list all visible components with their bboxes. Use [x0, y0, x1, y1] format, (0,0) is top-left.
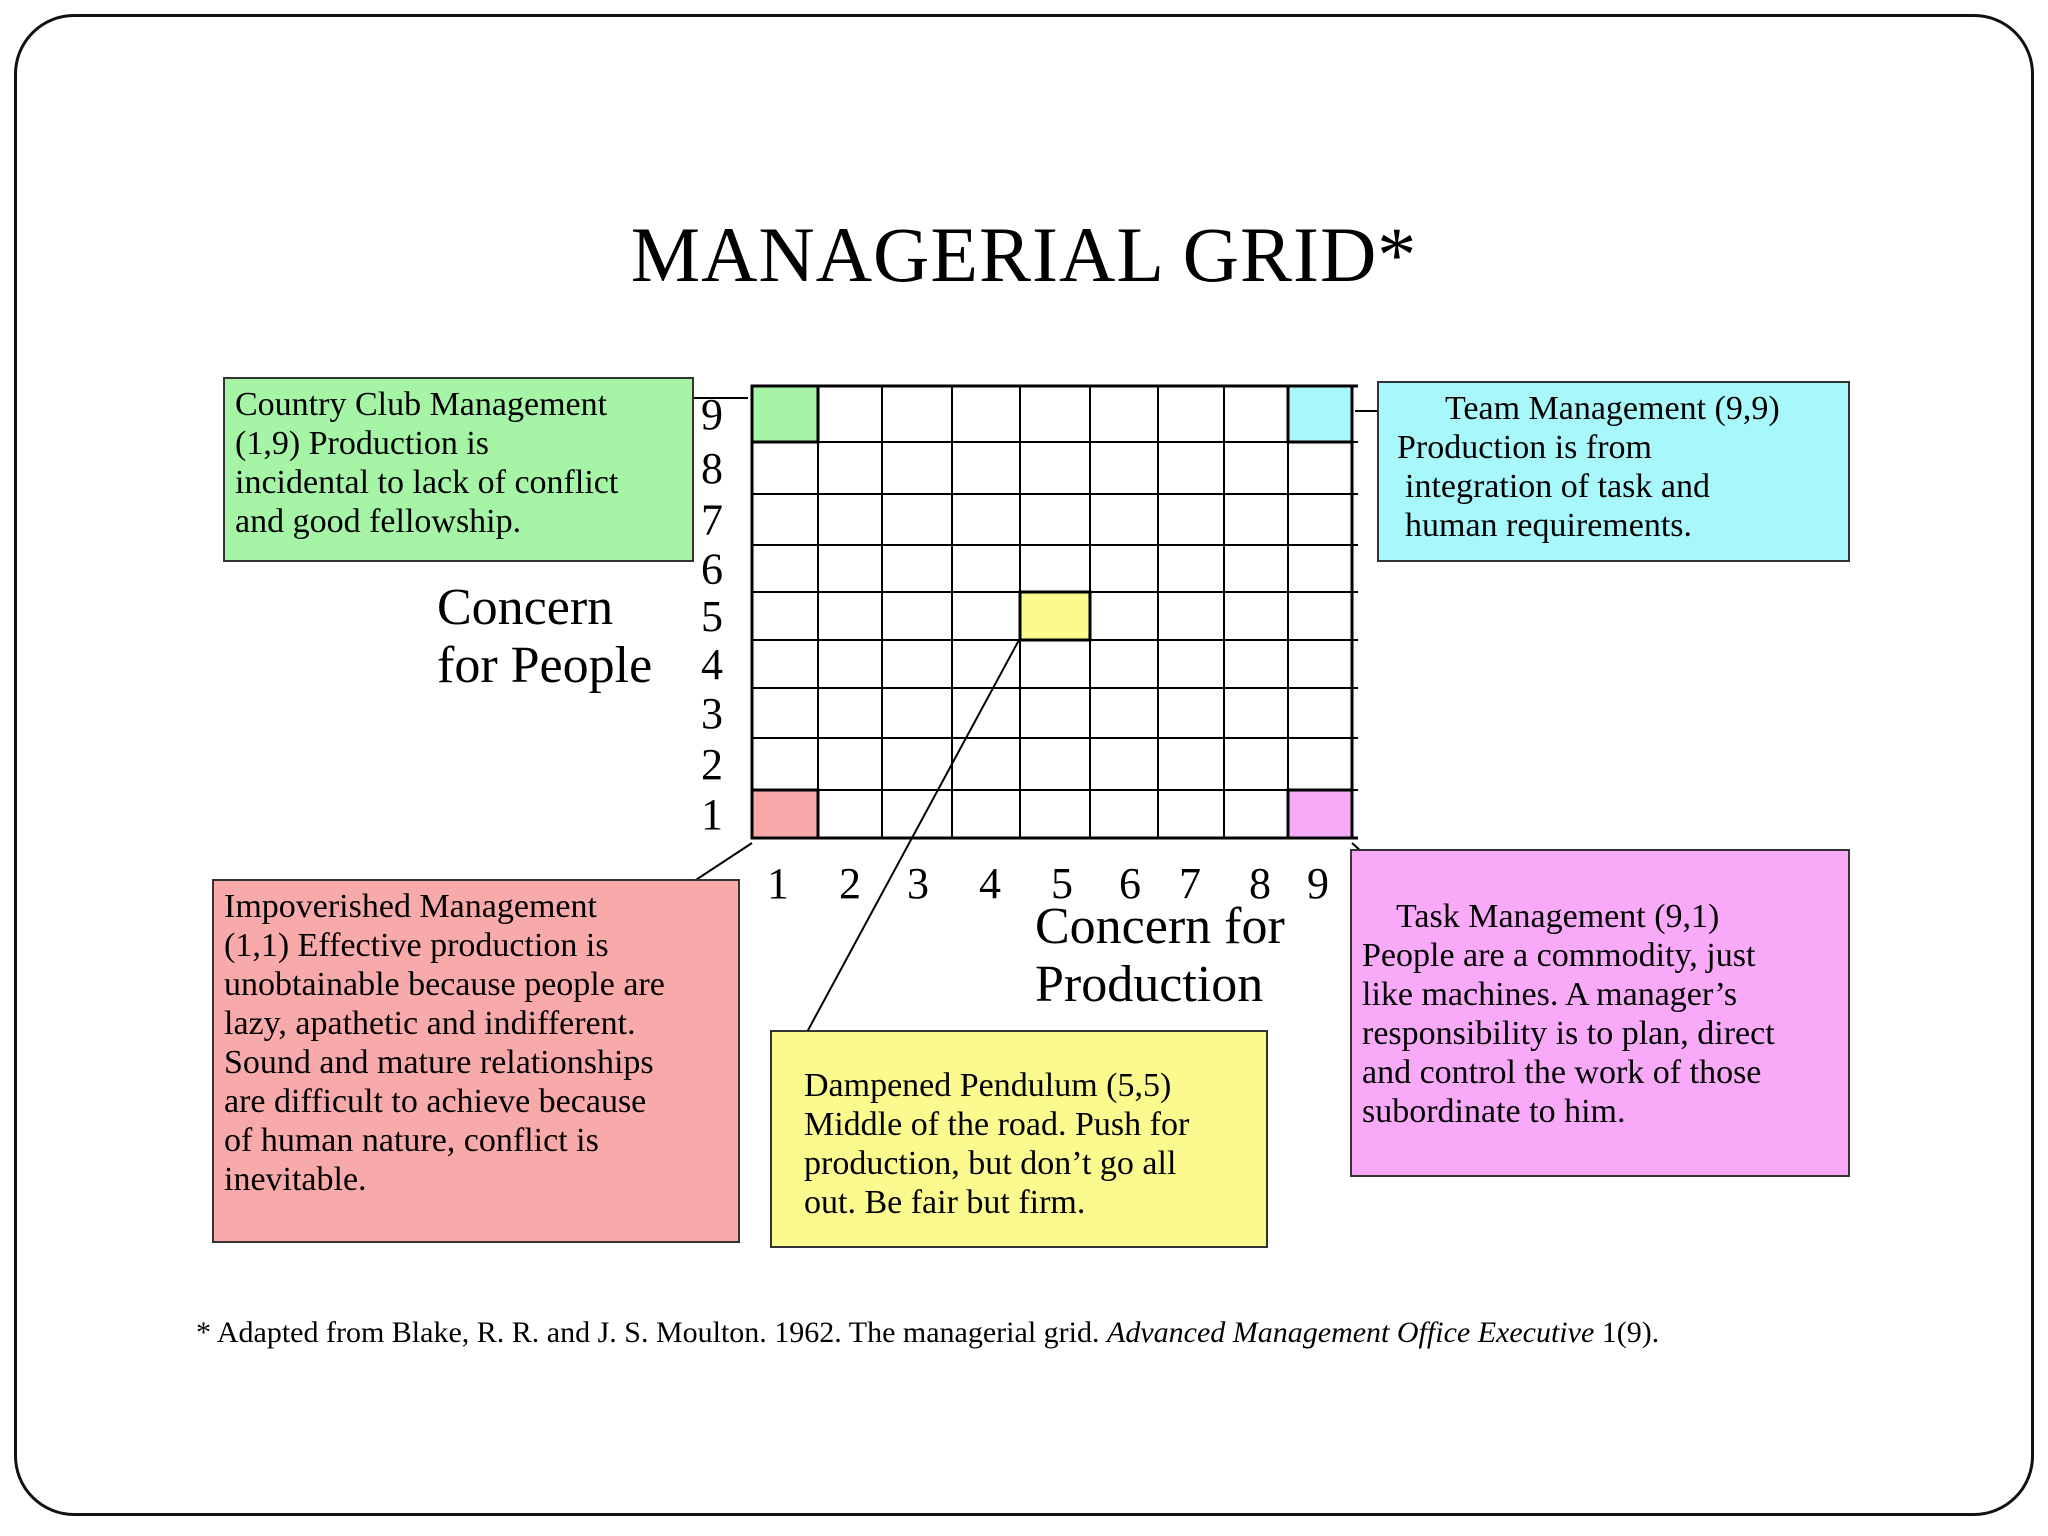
x-tick-label: 3 [907, 859, 929, 908]
y-tick-label: 4 [701, 640, 723, 689]
y-tick-label: 6 [701, 545, 723, 594]
y-tick-label: 3 [701, 689, 723, 738]
x-tick-label: 2 [839, 859, 861, 908]
box-line: Dampened Pendulum (5,5) [804, 1067, 1172, 1104]
box-line: inevitable. [224, 1161, 367, 1198]
x-tick-label: 9 [1307, 859, 1329, 908]
box-line: Production is from [1397, 429, 1652, 466]
team-management-box: Team Management (9,9) Production is from… [1377, 381, 1850, 562]
box-line: Middle of the road. Push for [804, 1106, 1190, 1143]
impoverished-management-box: Impoverished Management (1,1) Effective … [212, 879, 740, 1243]
y-tick-label: 9 [701, 390, 723, 439]
x-tick-label: 8 [1249, 859, 1271, 908]
footnote-suffix: 1(9). [1594, 1316, 1660, 1349]
box-line: Sound and mature relationships [224, 1044, 654, 1081]
box-line: integration of task and [1405, 468, 1710, 505]
box-line: People are a commodity, just [1362, 937, 1756, 974]
highlight-cell-team [1286, 384, 1354, 444]
x-axis-label-line-2: Production [1035, 956, 1264, 1013]
box-line: Impoverished Management [224, 888, 597, 925]
highlight-cell-dampened-pendulum [1018, 590, 1092, 642]
box-line: and good fellowship. [235, 503, 522, 540]
box-line: and control the work of those [1362, 1054, 1762, 1091]
box-line: out. Be fair but firm. [804, 1184, 1086, 1221]
box-line: Task Management (9,1) [1396, 898, 1720, 935]
dampened-pendulum-box: Dampened Pendulum (5,5) Middle of the ro… [770, 1030, 1268, 1248]
footnote-journal: Advanced Management Office Executive [1107, 1316, 1595, 1349]
y-tick-label: 5 [701, 592, 723, 641]
box-line: Team Management (9,9) [1445, 390, 1780, 427]
box-line: human requirements. [1405, 507, 1693, 544]
slide-frame [14, 14, 2034, 1516]
x-axis-label: Concern for Production [1035, 898, 1285, 1014]
country-club-management-box: Country Club Management (1,9) Production… [223, 377, 694, 562]
highlight-cell-country-club [750, 384, 820, 444]
box-line: production, but don’t go all [804, 1145, 1177, 1182]
arrow-to-dampened [792, 639, 1020, 1060]
box-line: responsibility is to plan, direct [1362, 1015, 1775, 1052]
box-line: (1,1) Effective production is [224, 927, 609, 964]
box-line: of human nature, conflict is [224, 1122, 599, 1159]
y-tick-label: 8 [701, 444, 723, 493]
highlight-cell-task [1286, 788, 1354, 840]
box-line: subordinate to him. [1362, 1093, 1626, 1130]
y-axis-label: Concern for People [437, 579, 652, 695]
x-tick-label: 6 [1119, 859, 1141, 908]
x-tick-label: 7 [1179, 859, 1201, 908]
y-tick-label: 2 [701, 740, 723, 789]
page-title: MANAGERIAL GRID* [630, 211, 1418, 298]
y-axis-label-line-2: for People [437, 637, 653, 694]
x-tick-label: 1 [767, 859, 789, 908]
box-line: are difficult to achieve because [224, 1083, 647, 1120]
box-line: (1,9) Production is [235, 425, 490, 462]
x-axis-label-line-1: Concern for [1035, 898, 1285, 955]
box-line: incidental to lack of conflict [235, 464, 619, 501]
footnote-prefix: * Adapted from Blake, R. R. and J. S. Mo… [196, 1316, 1107, 1349]
y-tick-label: 7 [701, 496, 723, 545]
footnote: * Adapted from Blake, R. R. and J. S. Mo… [196, 1316, 1659, 1350]
y-axis-label-line-1: Concern [437, 579, 614, 636]
box-line: unobtainable because people are [224, 966, 665, 1003]
highlight-cell-impoverished [750, 788, 820, 840]
box-line: lazy, apathetic and indifferent. [224, 1005, 636, 1042]
y-tick-label: 1 [701, 790, 723, 839]
box-line: Country Club Management [235, 386, 608, 423]
x-tick-label: 5 [1051, 859, 1073, 908]
box-line: like machines. A manager’s [1362, 976, 1738, 1013]
task-management-box: Task Management (9,1) People are a commo… [1350, 849, 1850, 1177]
x-tick-label: 4 [979, 859, 1001, 908]
